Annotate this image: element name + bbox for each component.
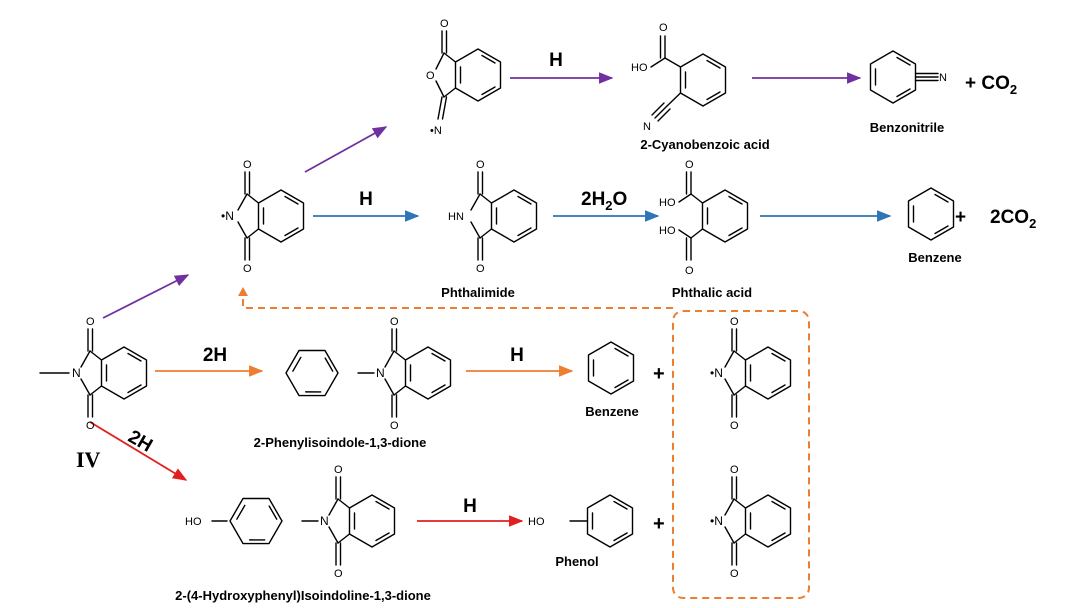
svg-text:O: O: [426, 70, 435, 82]
label-cyanobenzoic-acid: 2-Cyanobenzoic acid: [640, 137, 769, 152]
svg-text:O: O: [476, 159, 485, 171]
atom-ho-hydroxyphenyl: HO: [185, 516, 202, 528]
structure-radical-box-lower: •N O O: [710, 464, 791, 580]
label-phthalimide: Phthalimide: [441, 285, 515, 300]
label-phthalic-acid: Phthalic acid: [672, 285, 752, 300]
svg-text:HN: HN: [448, 211, 464, 223]
reagent-2h-red: 2H: [124, 426, 156, 456]
svg-text:O: O: [730, 420, 739, 432]
reagent-2h2o: 2H2O: [581, 189, 627, 213]
svg-text:O: O: [685, 265, 694, 277]
svg-text:N: N: [376, 366, 385, 380]
svg-text:N: N: [320, 514, 329, 528]
structure-phenol: [569, 494, 634, 548]
reagent-h-red: H: [463, 496, 477, 517]
product-2co2: 2CO2: [990, 207, 1036, 231]
product-plus-top: +: [955, 207, 966, 228]
structure-benzene-top: [907, 187, 955, 241]
svg-text:HO: HO: [659, 197, 676, 209]
reagent-h-orange: H: [510, 345, 524, 366]
structure-hydroxyphenyl-isoindoline: N O O: [301, 464, 395, 580]
reagent-h-purple: H: [549, 50, 563, 71]
svg-text:O: O: [659, 22, 668, 34]
label-compound-iv: IV: [76, 447, 101, 472]
label-benzene-top: Benzene: [908, 250, 961, 265]
svg-text:•N: •N: [221, 209, 234, 223]
svg-text:O: O: [390, 420, 399, 432]
svg-text:O: O: [685, 159, 694, 171]
svg-text:O: O: [730, 464, 739, 476]
arrow-radical-to-anhydride: [304, 126, 388, 173]
structure-cyanobenzoic-acid: O HO N: [631, 22, 727, 133]
atom-ho-phenol: HO: [528, 516, 545, 528]
recycle-return-arrow: [238, 287, 673, 309]
plus-bottom: +: [653, 513, 665, 535]
svg-text:O: O: [243, 159, 252, 171]
recycle-dashed-box: [672, 310, 810, 599]
arrow-iv-to-radical: [102, 274, 190, 319]
reagent-h-blue: H: [359, 189, 373, 210]
structure-benzonitrile: N: [869, 50, 947, 104]
label-phenylisoindole: 2-Phenylisoindole-1,3-dione: [254, 435, 427, 450]
svg-text:O: O: [390, 316, 399, 328]
svg-text:•N: •N: [710, 366, 723, 380]
svg-text:O: O: [476, 263, 485, 275]
structure-phenyl-ring: [278, 338, 346, 408]
label-benzonitrile: Benzonitrile: [870, 120, 944, 135]
plus-mid: +: [653, 363, 665, 385]
svg-text:HO: HO: [659, 225, 676, 237]
svg-text:N: N: [939, 72, 947, 84]
svg-text:N: N: [643, 121, 651, 133]
svg-text:O: O: [730, 316, 739, 328]
svg-text:O: O: [730, 568, 739, 580]
structure-phenylisoindole: N O O: [357, 316, 451, 432]
label-benzene-mid: Benzene: [585, 404, 638, 419]
structure-benzene-mid: [587, 341, 635, 395]
svg-text:N: N: [72, 366, 81, 380]
svg-text:O: O: [243, 263, 252, 275]
reagent-2h-orange: 2H: [203, 345, 227, 366]
label-hydroxyphenyl-isoindoline: 2-(4-Hydroxyphenyl)Isoindoline-1,3-dione: [175, 588, 431, 603]
structure-phthalimide: HN O O: [448, 159, 537, 275]
arrow-iv-to-hydroxyphenyl: [89, 421, 188, 481]
svg-text:•N: •N: [710, 514, 723, 528]
svg-text:O: O: [334, 464, 343, 476]
structure-phthalimidyl-radical: •N O O: [221, 159, 304, 275]
svg-text:HO: HO: [631, 62, 648, 74]
label-phenol: Phenol: [555, 554, 598, 569]
svg-text:O: O: [86, 420, 95, 432]
product-co2: + CO2: [965, 73, 1017, 97]
structure-compound-iv: N O O: [39, 316, 147, 432]
structure-phthalic-acid: O HO HO O: [659, 159, 749, 277]
svg-text:O: O: [440, 18, 449, 30]
structure-hydroxyphenyl-ring: [222, 486, 290, 556]
structure-iminoanhydride-radical: O O •N: [426, 18, 502, 137]
structure-radical-box-upper: •N O O: [710, 316, 791, 432]
svg-text:•N: •N: [430, 125, 442, 137]
svg-text:O: O: [334, 568, 343, 580]
svg-text:O: O: [86, 316, 95, 328]
